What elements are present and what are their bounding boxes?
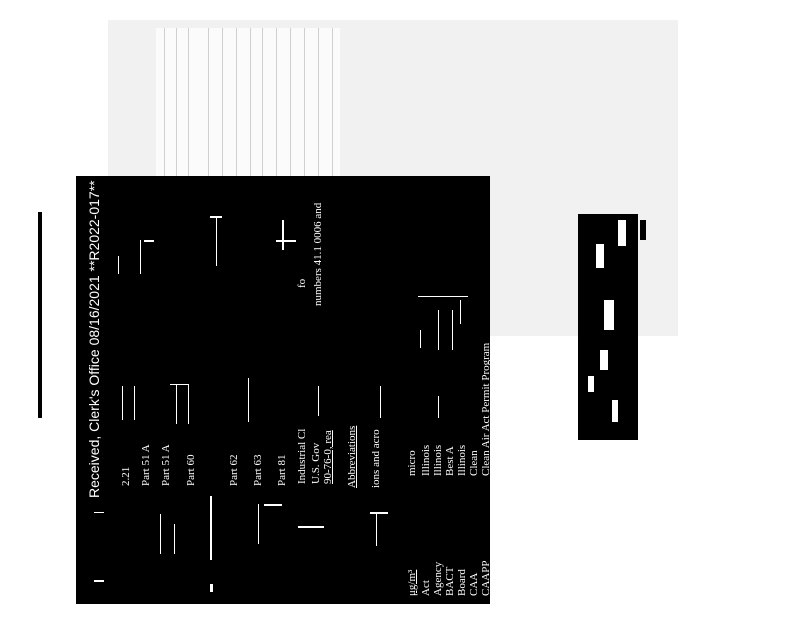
scan-artifact — [640, 220, 646, 240]
scan-artifact — [420, 330, 421, 348]
page-stripe — [276, 28, 277, 316]
scan-artifact — [122, 386, 123, 420]
scan-artifact — [176, 384, 177, 424]
page-stripe — [304, 28, 305, 316]
scan-artifact — [94, 580, 104, 582]
reference-item: Part 62 — [228, 454, 240, 486]
scan-artifact — [438, 396, 439, 418]
scan-artifact — [134, 386, 135, 420]
scan-artifact — [612, 400, 618, 422]
scan-artifact — [94, 512, 104, 513]
abbreviation-definition: Clean — [468, 450, 480, 476]
abbreviation-definition: Illinois — [432, 444, 444, 476]
scan-artifact — [452, 310, 453, 350]
scan-artifact — [376, 512, 377, 546]
margin-bar — [38, 212, 42, 418]
abbreviation-term: Board — [456, 569, 468, 596]
abbreviations-heading: Abbreviations — [346, 425, 358, 488]
page-stripe — [262, 28, 263, 316]
abbreviation-term: Act — [420, 580, 432, 596]
page-stripe — [222, 28, 223, 316]
scan-artifact — [144, 240, 154, 242]
reference-item: Part 63 — [252, 454, 264, 486]
scan-artifact — [276, 240, 296, 242]
scan-artifact — [210, 584, 213, 592]
reference-item: 90-76-0, rea — [322, 430, 334, 484]
scan-artifact — [600, 350, 608, 370]
scan-artifact — [588, 376, 594, 392]
scan-artifact — [318, 386, 319, 416]
scan-artifact — [248, 378, 249, 422]
page-stripe — [164, 28, 165, 316]
scan-artifact — [370, 512, 388, 514]
page-stripe — [290, 28, 291, 316]
abbreviation-term: μg/m³ — [406, 569, 418, 596]
scan-artifact — [460, 300, 461, 324]
reference-item: Part 51 A — [160, 444, 172, 486]
scan-artifact — [282, 220, 284, 250]
abbreviation-term: BACT — [444, 566, 456, 596]
abbreviations-intro: ions and acro — [370, 429, 382, 488]
right-column-line: fo — [296, 278, 308, 288]
abbreviation-definition: micro — [406, 450, 418, 476]
scan-artifact — [264, 504, 282, 506]
abbreviation-term: CAAPP — [480, 560, 492, 596]
scan-artifact — [258, 504, 259, 544]
reference-item: Part 60 — [185, 454, 197, 486]
scan-artifact — [380, 386, 381, 418]
abbreviation-definition: Best A — [444, 446, 456, 476]
scan-artifact — [210, 496, 212, 560]
page-stripe — [318, 28, 319, 316]
reference-item: Industrial Cl — [296, 428, 308, 484]
reference-item: U.S. Gov — [310, 442, 322, 484]
page-stripe — [332, 28, 333, 316]
scan-artifact — [216, 216, 217, 266]
page-stripe — [188, 28, 189, 316]
page-stripe — [208, 28, 209, 316]
page-stripe — [236, 28, 237, 316]
scan-artifact — [438, 310, 439, 350]
scan-artifact — [160, 514, 161, 554]
scan-artifact — [188, 384, 189, 424]
reference-item: Part 81 — [276, 454, 288, 486]
abbreviation-definition: Illinois — [456, 444, 468, 476]
reference-item: Part 51 A — [140, 444, 152, 486]
scan-artifact — [596, 244, 604, 268]
page-stripe — [176, 28, 177, 316]
reference-item: 2.21 — [120, 466, 132, 486]
received-stamp: Received, Clerk's Office 08/16/2021 **R2… — [86, 180, 102, 498]
abbreviation-definition: Clean Air Act Permit Program — [480, 342, 492, 476]
scan-artifact — [118, 256, 119, 274]
abbreviation-term: Agency — [432, 561, 444, 596]
scan-artifact — [140, 240, 141, 274]
page-stripe — [250, 28, 251, 316]
scan-artifact — [298, 526, 324, 528]
scan-artifact — [618, 220, 626, 246]
scan-artifact — [174, 524, 175, 554]
scan-artifact — [170, 384, 188, 385]
abbreviation-definition: Illinois — [420, 444, 432, 476]
right-column-line: numbers 41.1 0006 and — [312, 202, 324, 306]
scan-artifact — [604, 300, 614, 330]
scan-artifact — [418, 296, 468, 297]
abbreviation-term: CAA — [468, 572, 480, 596]
